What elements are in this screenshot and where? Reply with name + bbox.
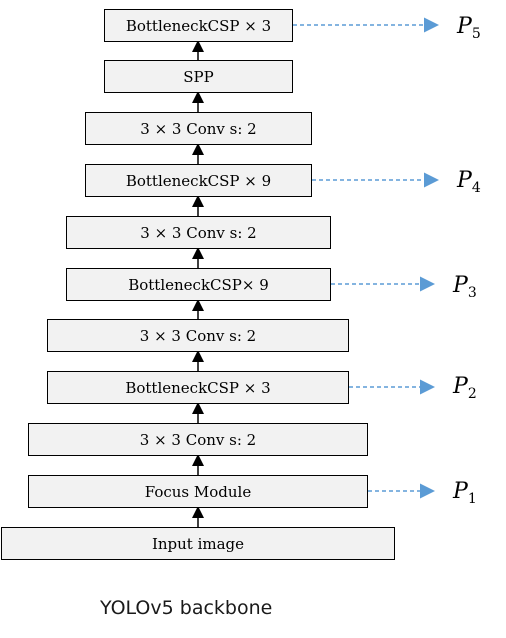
output-label-p3: P3 [453,273,477,301]
output-label-p4: P4 [457,168,481,196]
block-conv-3x3-s2-a: 3 × 3 Conv s: 2 [85,112,312,145]
block-spp: SPP [104,60,293,93]
output-label-p2: P2 [453,374,477,402]
block-bottleneckcsp-x9-b: BottleneckCSP× 9 [66,268,331,301]
block-conv-3x3-s2-b: 3 × 3 Conv s: 2 [66,216,331,249]
block-bottleneckcsp-x3-bottom: BottleneckCSP × 3 [47,371,349,404]
block-conv-3x3-s2-c: 3 × 3 Conv s: 2 [47,319,349,352]
block-conv-3x3-s2-d: 3 × 3 Conv s: 2 [28,423,368,456]
output-label-p1: P1 [453,479,477,507]
block-bottleneckcsp-x9-a: BottleneckCSP × 9 [85,164,312,197]
diagram-caption: YOLOv5 backbone [100,597,273,619]
output-label-p5: P5 [457,14,481,42]
block-input-image: Input image [1,527,395,560]
block-focus-module: Focus Module [28,475,368,508]
block-bottleneckcsp-x3-top: BottleneckCSP × 3 [104,9,293,42]
